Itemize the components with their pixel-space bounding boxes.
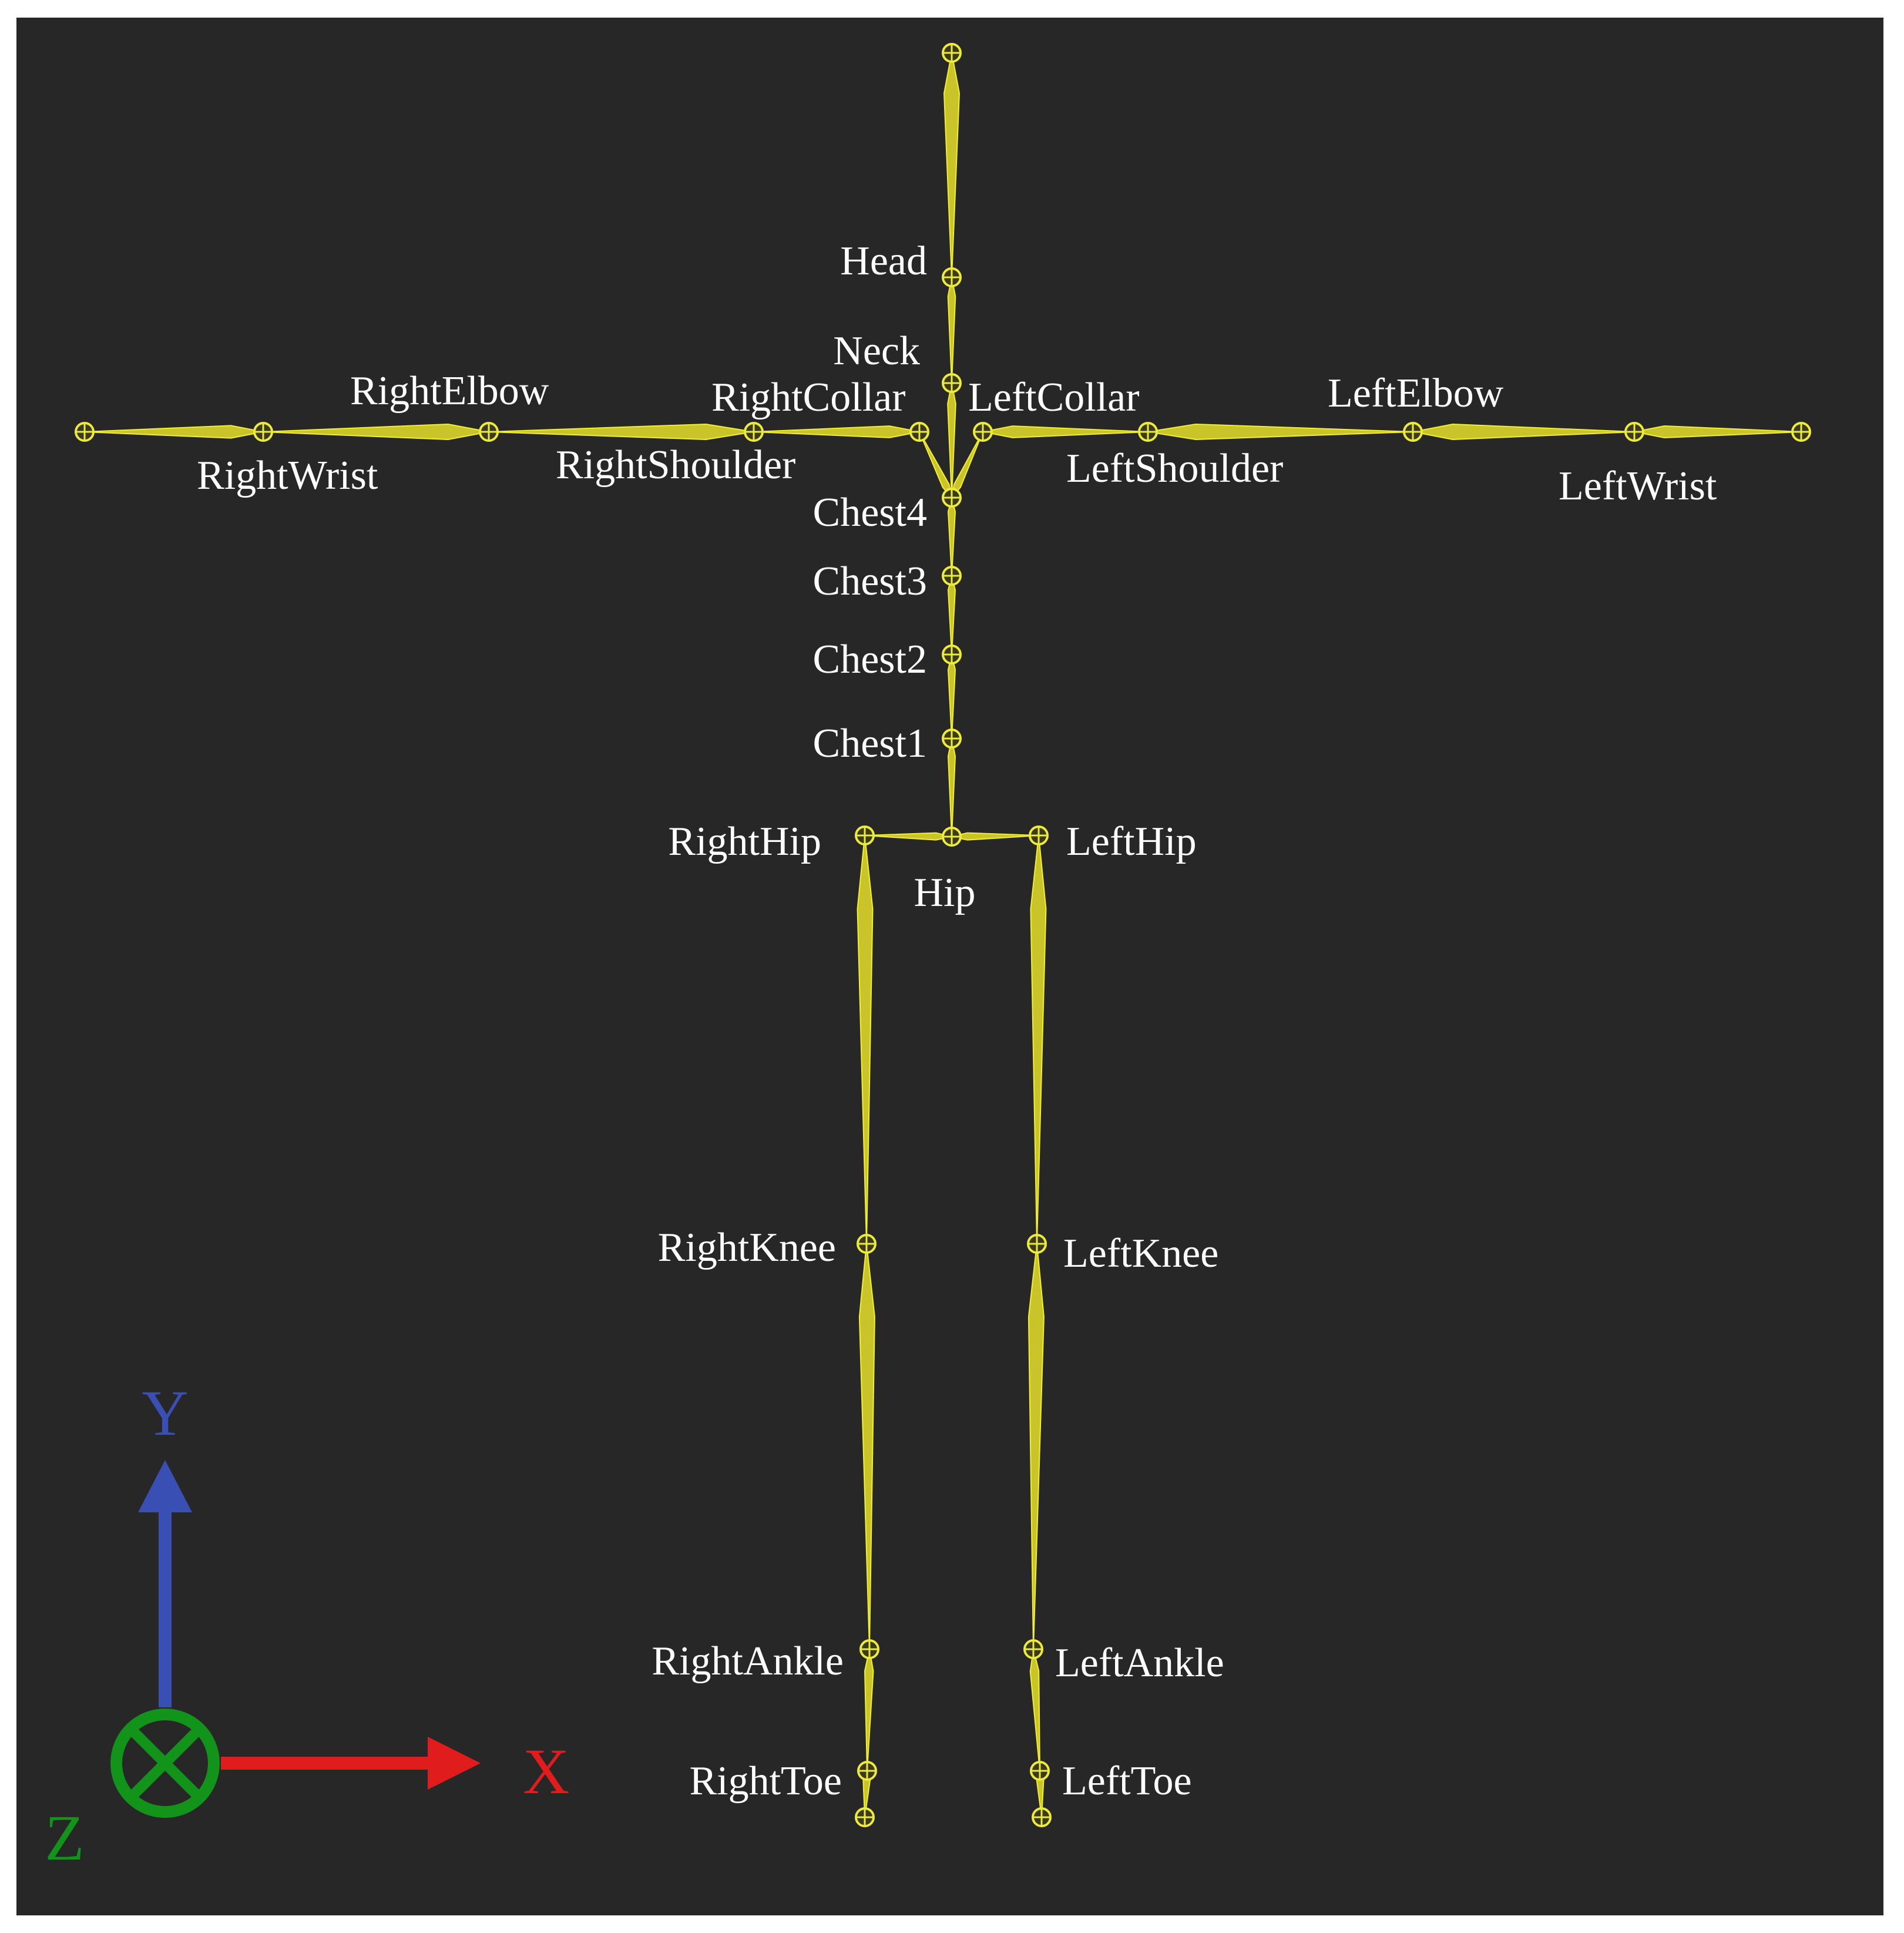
x-axis-label: X: [523, 1736, 569, 1807]
joint-left-foot-end-marker: [1032, 1807, 1052, 1827]
bone-chest2-to-chest1: [947, 654, 956, 739]
joint-right-elbow-marker: [479, 422, 499, 442]
label-neck: Neck: [833, 328, 920, 374]
joint-left-hip-marker: [1029, 825, 1049, 845]
label-right-wrist: RightWrist: [197, 453, 378, 498]
skeleton-viewport: Head Neck RightCollar LeftCollar RightEl…: [16, 18, 1883, 1915]
label-right-toe: RightToe: [689, 1759, 842, 1804]
bone-chest3-to-chest2: [947, 575, 956, 655]
label-left-ankle: LeftAnkle: [1055, 1640, 1224, 1686]
joint-hip-marker: [942, 827, 962, 847]
bone-left-collar-to-left-shoulder: [982, 425, 1149, 438]
joint-left-wrist-marker: [1624, 422, 1644, 442]
bone-hip-to-right-hip: [864, 832, 952, 841]
bone-right-knee-to-right-ankle: [858, 1243, 875, 1650]
bone-head-end-to-head: [943, 52, 961, 278]
z-axis-label: Z: [45, 1802, 84, 1874]
joint-left-knee-marker: [1027, 1234, 1047, 1254]
bone-right-shoulder-to-right-elbow: [488, 423, 754, 441]
joint-left-hand-end-marker: [1791, 422, 1811, 442]
joint-left-ankle-marker: [1023, 1639, 1043, 1659]
joint-right-hip-marker: [855, 825, 875, 845]
bone-left-shoulder-to-left-elbow: [1147, 423, 1413, 441]
joint-head-marker: [942, 267, 962, 287]
bone-left-elbow-to-left-wrist: [1412, 423, 1635, 441]
label-right-elbow: RightElbow: [350, 368, 549, 414]
label-left-collar: LeftCollar: [968, 375, 1140, 420]
joint-left-shoulder-marker: [1138, 422, 1158, 442]
joint-right-collar-marker: [909, 422, 929, 442]
x-axis-arrowhead: [428, 1737, 481, 1790]
label-left-wrist: LeftWrist: [1559, 464, 1717, 509]
joint-right-foot-end-marker: [855, 1807, 875, 1827]
z-axis-circle: [110, 1709, 220, 1818]
label-left-hip: LeftHip: [1066, 819, 1197, 864]
joint-left-toe-marker: [1030, 1761, 1050, 1781]
label-right-collar: RightCollar: [711, 375, 906, 420]
axis-gizmo: Y X Z: [45, 1377, 569, 1874]
joint-right-wrist-marker: [253, 422, 273, 442]
joint-chest2-marker: [942, 645, 962, 665]
bone-left-wrist-to-left-hand-end: [1634, 425, 1802, 438]
bone-right-hip-to-right-knee: [857, 835, 874, 1244]
bone-right-ankle-to-right-toe: [864, 1649, 874, 1771]
bone-right-wrist-to-right-hand-end: [84, 425, 264, 439]
joint-right-shoulder-marker: [744, 422, 764, 442]
joint-neck-marker: [942, 373, 962, 393]
label-left-elbow: LeftElbow: [1328, 371, 1504, 416]
bone-chest4-to-left-collar: [951, 431, 983, 500]
label-left-knee: LeftKnee: [1063, 1231, 1218, 1276]
label-right-ankle: RightAnkle: [652, 1639, 844, 1684]
joints-layer: [75, 43, 1811, 1827]
joint-left-collar-marker: [973, 422, 993, 442]
joint-head-end-marker: [942, 43, 962, 63]
label-right-knee: RightKnee: [658, 1225, 836, 1270]
label-chest1: Chest1: [813, 721, 927, 766]
label-head: Head: [840, 239, 927, 284]
joint-left-elbow-marker: [1403, 422, 1423, 442]
label-right-shoulder: RightShoulder: [556, 442, 795, 488]
label-chest4: Chest4: [813, 490, 927, 535]
bone-chest4-to-right-collar: [919, 431, 953, 500]
joint-chest4-marker: [942, 488, 962, 508]
label-hip: Hip: [914, 870, 976, 915]
label-left-toe: LeftToe: [1062, 1759, 1192, 1804]
bone-left-hip-to-left-knee: [1030, 835, 1047, 1244]
bone-hip-to-left-hip: [951, 832, 1039, 841]
bone-right-collar-to-right-shoulder: [753, 425, 920, 438]
y-axis-label: Y: [142, 1377, 188, 1449]
joint-right-hand-end-marker: [75, 422, 95, 442]
z-axis-cross-b: [127, 1725, 203, 1801]
bone-left-knee-to-left-ankle: [1027, 1243, 1045, 1650]
label-left-shoulder: LeftShoulder: [1066, 446, 1283, 491]
joint-right-knee-marker: [857, 1234, 877, 1254]
bone-chest4-to-chest3: [947, 497, 956, 576]
bone-neck-to-chest4: [947, 382, 956, 498]
skeleton-diagram: Head Neck RightCollar LeftCollar RightEl…: [45, 43, 1811, 1874]
bone-right-elbow-to-right-wrist: [263, 423, 489, 441]
bones-layer: [84, 52, 1802, 1818]
bone-left-ankle-to-left-toe: [1029, 1649, 1040, 1771]
joint-right-ankle-marker: [859, 1639, 879, 1659]
label-right-hip: RightHip: [668, 819, 821, 864]
joint-chest3-marker: [942, 566, 962, 586]
joint-right-toe-marker: [857, 1761, 877, 1781]
label-chest2: Chest2: [813, 637, 927, 682]
bone-chest1-to-hip: [947, 738, 956, 837]
bone-head-to-neck: [947, 277, 956, 384]
y-axis-arrowhead: [138, 1460, 192, 1512]
joint-chest1-marker: [942, 729, 962, 749]
label-chest3: Chest3: [813, 559, 927, 604]
